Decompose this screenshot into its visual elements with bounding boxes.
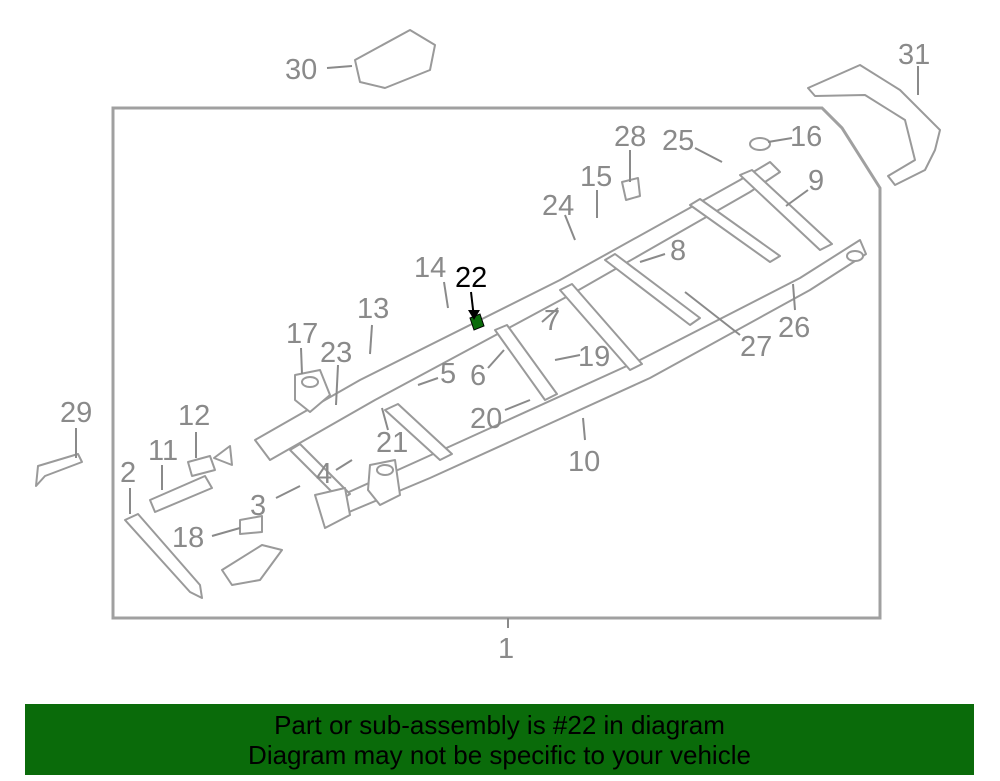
part-28-drawing	[621, 177, 641, 201]
callout-19[interactable]: 19	[578, 341, 610, 373]
callout-25[interactable]: 25	[662, 125, 694, 157]
callout-11[interactable]: 11	[148, 435, 178, 467]
part-18-drawing	[239, 515, 263, 535]
callout-labels: 1 2 3 4 5 6 7 8 9 10 11 12 13 14 15 16 1…	[60, 39, 930, 665]
callout-23[interactable]: 23	[320, 337, 352, 369]
callout-21[interactable]: 21	[376, 427, 408, 459]
callout-20[interactable]: 20	[470, 403, 502, 435]
part-small-bracket-drawing	[213, 445, 233, 466]
callout-22[interactable]: 22	[455, 262, 487, 294]
part-2-drawing	[124, 513, 203, 599]
callout-28[interactable]: 28	[614, 121, 646, 153]
chassis-frame-drawing	[254, 137, 867, 529]
callout-9[interactable]: 9	[808, 165, 824, 197]
loose-parts-drawing	[35, 29, 941, 599]
callout-8[interactable]: 8	[670, 235, 686, 267]
callout-6[interactable]: 6	[470, 360, 486, 392]
callout-15[interactable]: 15	[580, 161, 612, 193]
banner-line-1: Part or sub-assembly is #22 in diagram	[274, 709, 725, 740]
assembly-frame-box	[111, 106, 882, 620]
callout-12[interactable]: 12	[178, 400, 210, 432]
callout-31[interactable]: 31	[898, 39, 930, 71]
part-12-drawing	[187, 455, 216, 477]
callout-29[interactable]: 29	[60, 397, 92, 429]
callout-17[interactable]: 17	[286, 318, 318, 350]
callout-2[interactable]: 2	[120, 457, 136, 489]
callout-10[interactable]: 10	[568, 446, 600, 478]
callout-7[interactable]: 7	[544, 305, 560, 337]
callout-4[interactable]: 4	[316, 458, 332, 490]
part-30-drawing	[354, 29, 436, 89]
part-18b-drawing	[221, 544, 283, 586]
callout-24[interactable]: 24	[542, 190, 574, 222]
callout-13[interactable]: 13	[357, 293, 389, 325]
leader-lines	[75, 65, 919, 537]
part-22-arrowhead	[468, 310, 480, 320]
callout-27[interactable]: 27	[740, 331, 772, 363]
callout-18[interactable]: 18	[172, 522, 204, 554]
parts-diagram: 1 2 3 4 5 6 7 8 9 10 11 12 13 14 15 16 1…	[35, 29, 941, 665]
callout-16[interactable]: 16	[790, 121, 822, 153]
callout-5[interactable]: 5	[440, 358, 456, 390]
part-11-drawing	[149, 475, 213, 513]
callout-1[interactable]: 1	[498, 633, 514, 665]
callout-14[interactable]: 14	[414, 252, 446, 284]
info-banner: Part or sub-assembly is #22 in diagram D…	[25, 704, 974, 775]
callout-30[interactable]: 30	[285, 54, 317, 86]
part-31-drawing	[807, 64, 941, 186]
callout-26[interactable]: 26	[778, 312, 810, 344]
callout-3[interactable]: 3	[250, 490, 266, 522]
part-29-drawing	[35, 453, 83, 487]
banner-line-2: Diagram may not be specific to your vehi…	[248, 739, 751, 770]
